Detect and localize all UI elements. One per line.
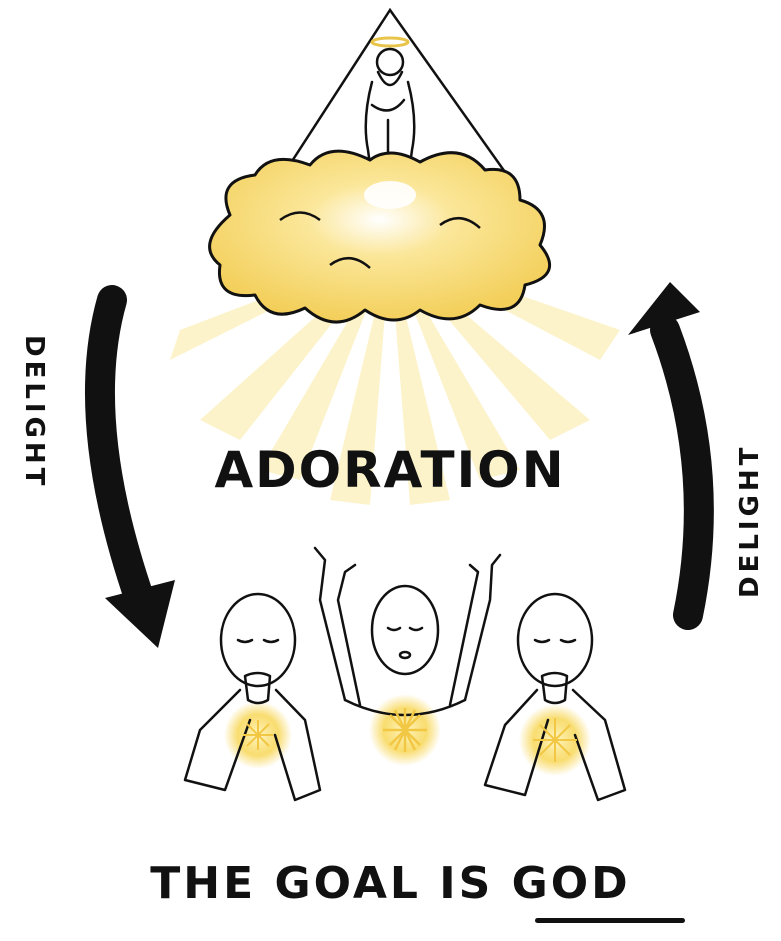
- praying-person-right: [485, 594, 625, 800]
- left-arrow-label: DELIGHT: [19, 335, 49, 489]
- trinity-triangle: [285, 10, 505, 172]
- praying-person-left: [185, 594, 320, 800]
- left-delight-arrow: [100, 300, 175, 648]
- caption-prefix: THE GOAL IS: [150, 858, 493, 909]
- cloud: [210, 151, 550, 322]
- caption: THE GOAL IS GOD: [0, 858, 781, 909]
- caption-emphasis: GOD: [512, 858, 631, 909]
- worshipping-person-middle: [315, 548, 500, 766]
- center-label: ADORATION: [214, 441, 565, 499]
- right-arrow-label: DELIGHT: [735, 444, 765, 598]
- emphasis-underline: [535, 918, 685, 923]
- right-delight-arrow: [628, 282, 700, 615]
